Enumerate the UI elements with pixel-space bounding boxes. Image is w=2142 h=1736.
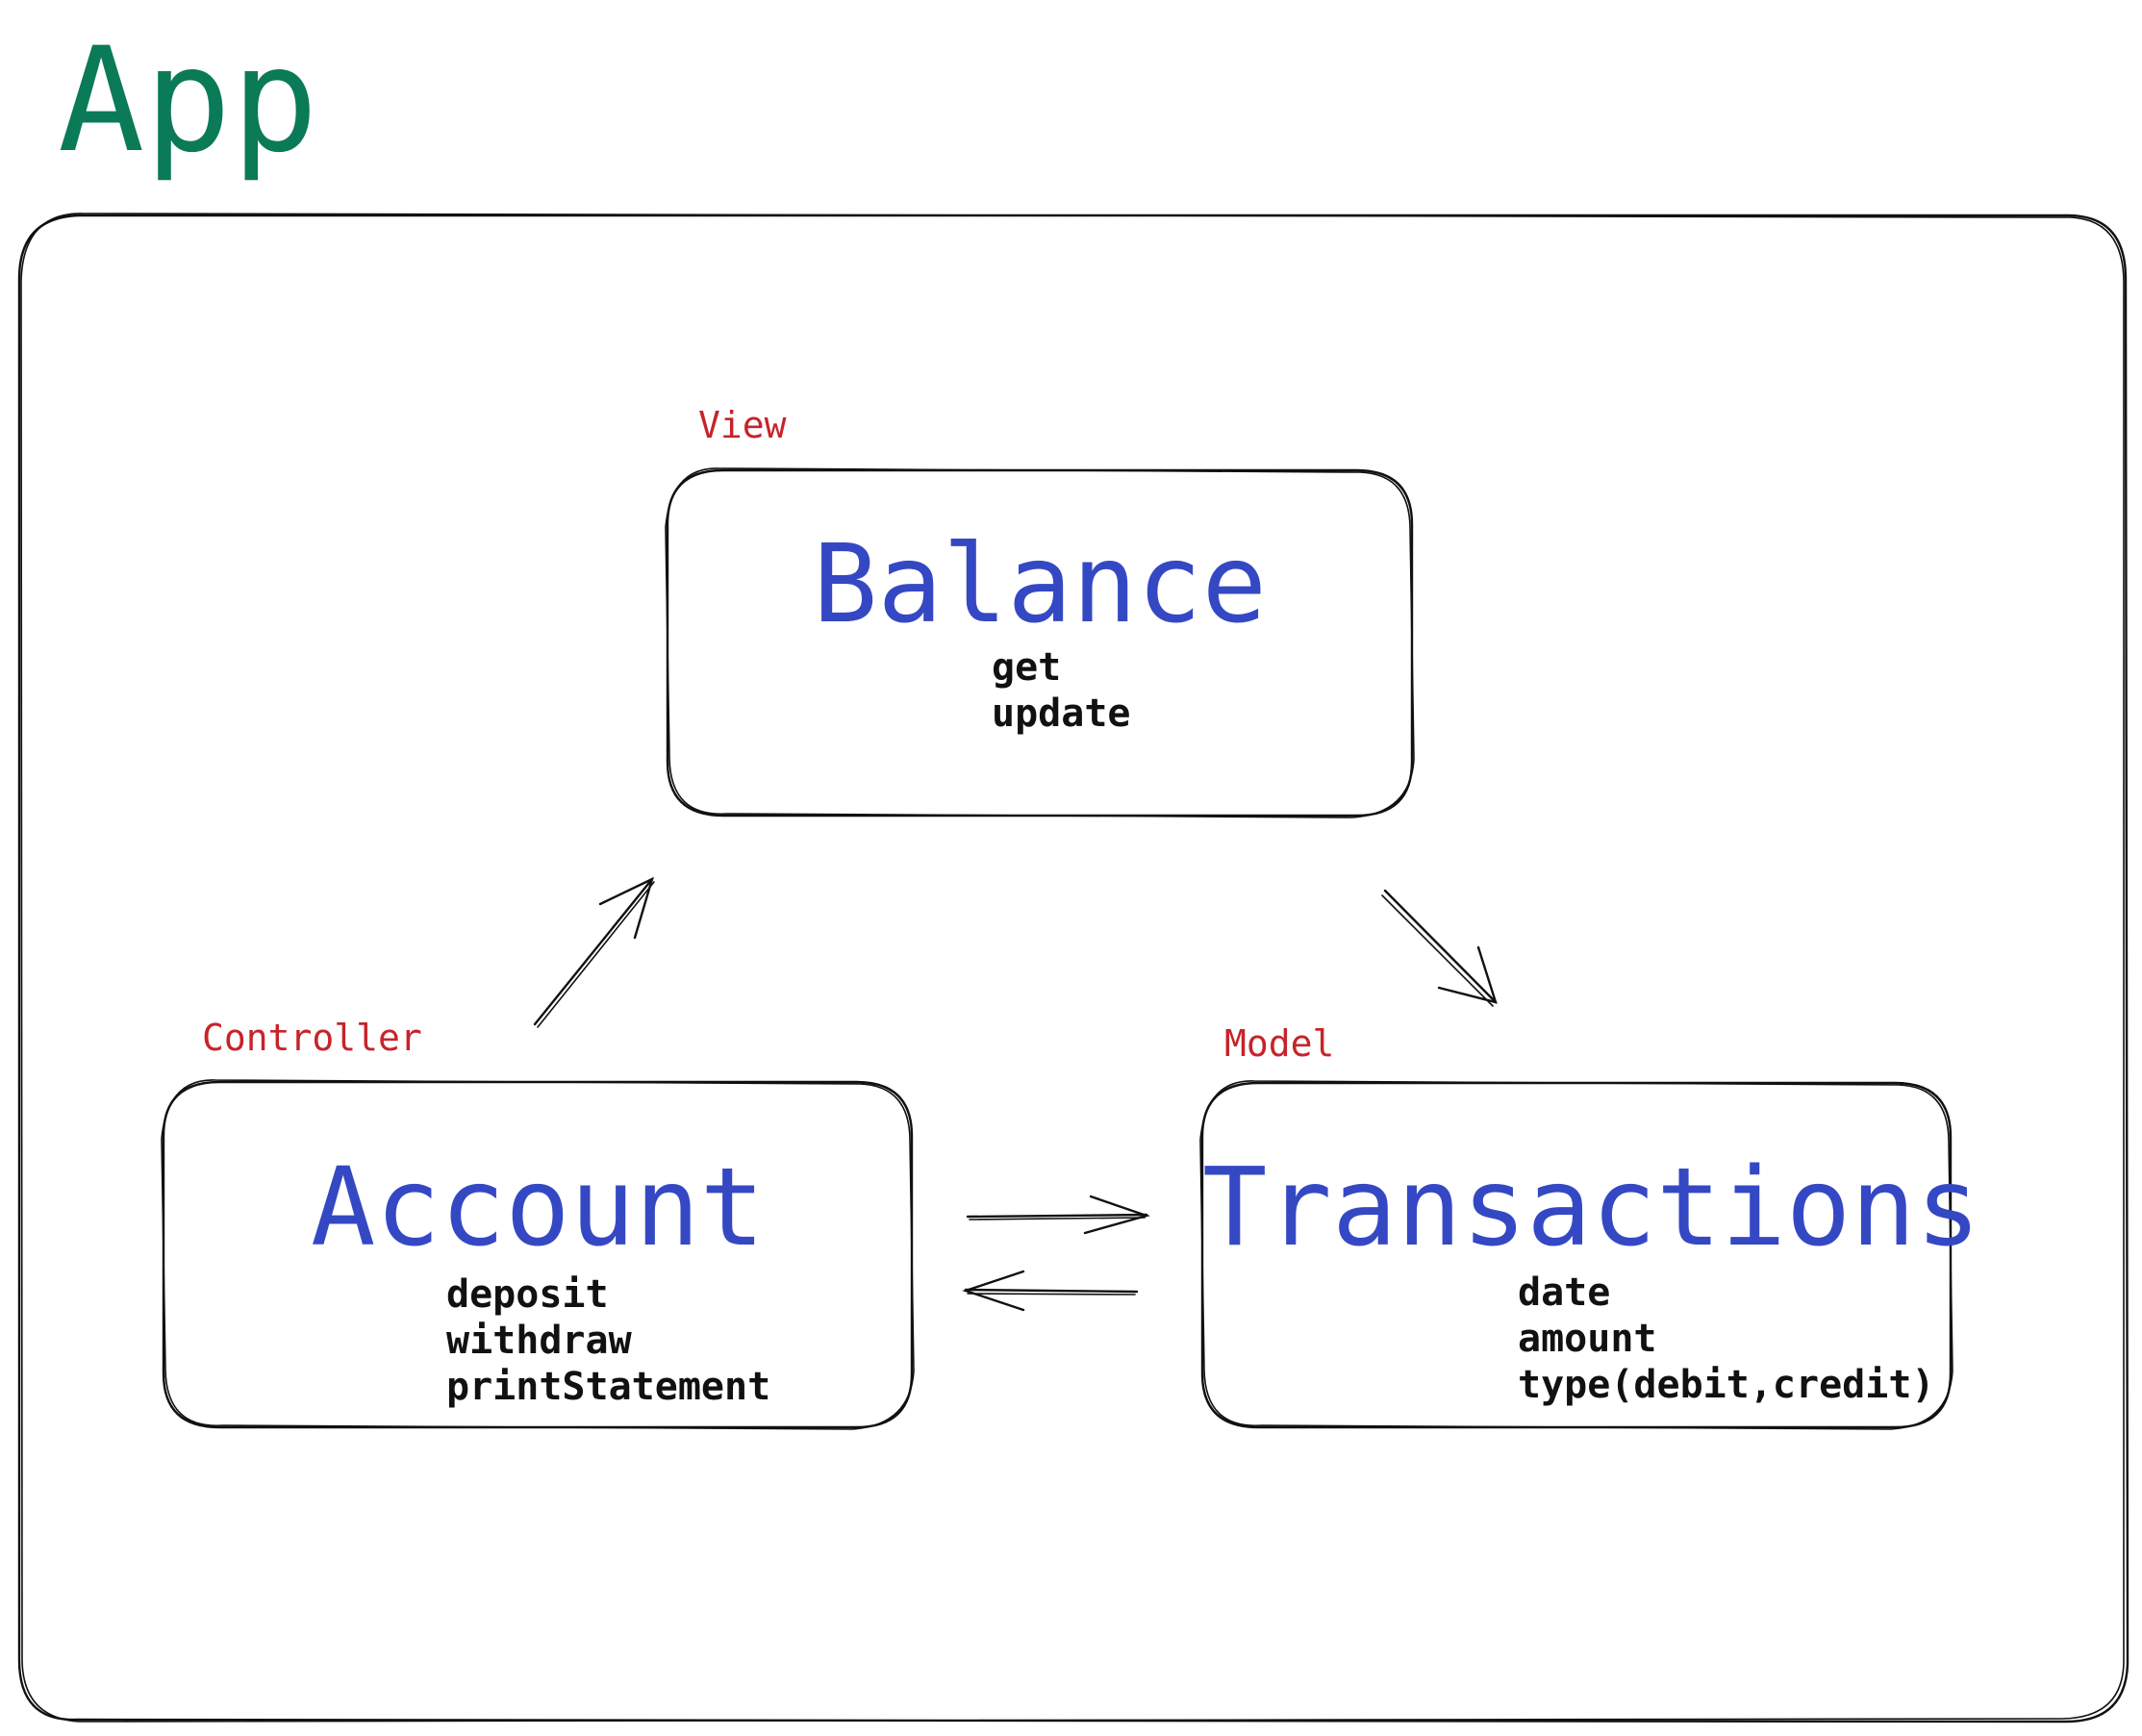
method-item: withdraw xyxy=(446,1319,632,1363)
method-item: update xyxy=(992,692,1131,736)
balance-node: Balance xyxy=(668,531,1412,639)
transactions-title: Transactions xyxy=(1202,1145,1981,1271)
method-item: get xyxy=(992,645,1062,690)
method-item: deposit xyxy=(446,1272,609,1317)
method-item: type(debit,credit) xyxy=(1518,1363,1935,1407)
arrow-controller-to-view xyxy=(533,876,655,1028)
balance-box xyxy=(665,467,1415,818)
controller-role-label: Controller xyxy=(202,1017,422,1059)
method-item: printStatement xyxy=(446,1365,771,1409)
transactions-box xyxy=(1199,1080,1953,1430)
balance-methods: get update xyxy=(992,644,1131,737)
arrow-model-to-controller xyxy=(962,1270,1139,1312)
transactions-node: Transactions xyxy=(1202,1145,1981,1271)
account-box xyxy=(161,1079,915,1430)
method-item: amount xyxy=(1518,1317,1657,1361)
arrow-controller-to-model xyxy=(966,1195,1151,1235)
view-role-label: View xyxy=(698,404,787,446)
app-title: App xyxy=(58,17,318,185)
arrow-view-to-model xyxy=(1381,889,1498,1007)
account-title: Account xyxy=(310,1145,765,1271)
balance-title: Balance xyxy=(812,522,1267,647)
method-item: date xyxy=(1518,1271,1611,1315)
transactions-methods: date amount type(debit,credit) xyxy=(1518,1270,1934,1408)
app-container xyxy=(17,213,2129,1723)
account-node: Account xyxy=(164,1154,912,1262)
account-methods: deposit withdraw printStatement xyxy=(446,1271,770,1410)
model-role-label: Model xyxy=(1224,1022,1335,1065)
